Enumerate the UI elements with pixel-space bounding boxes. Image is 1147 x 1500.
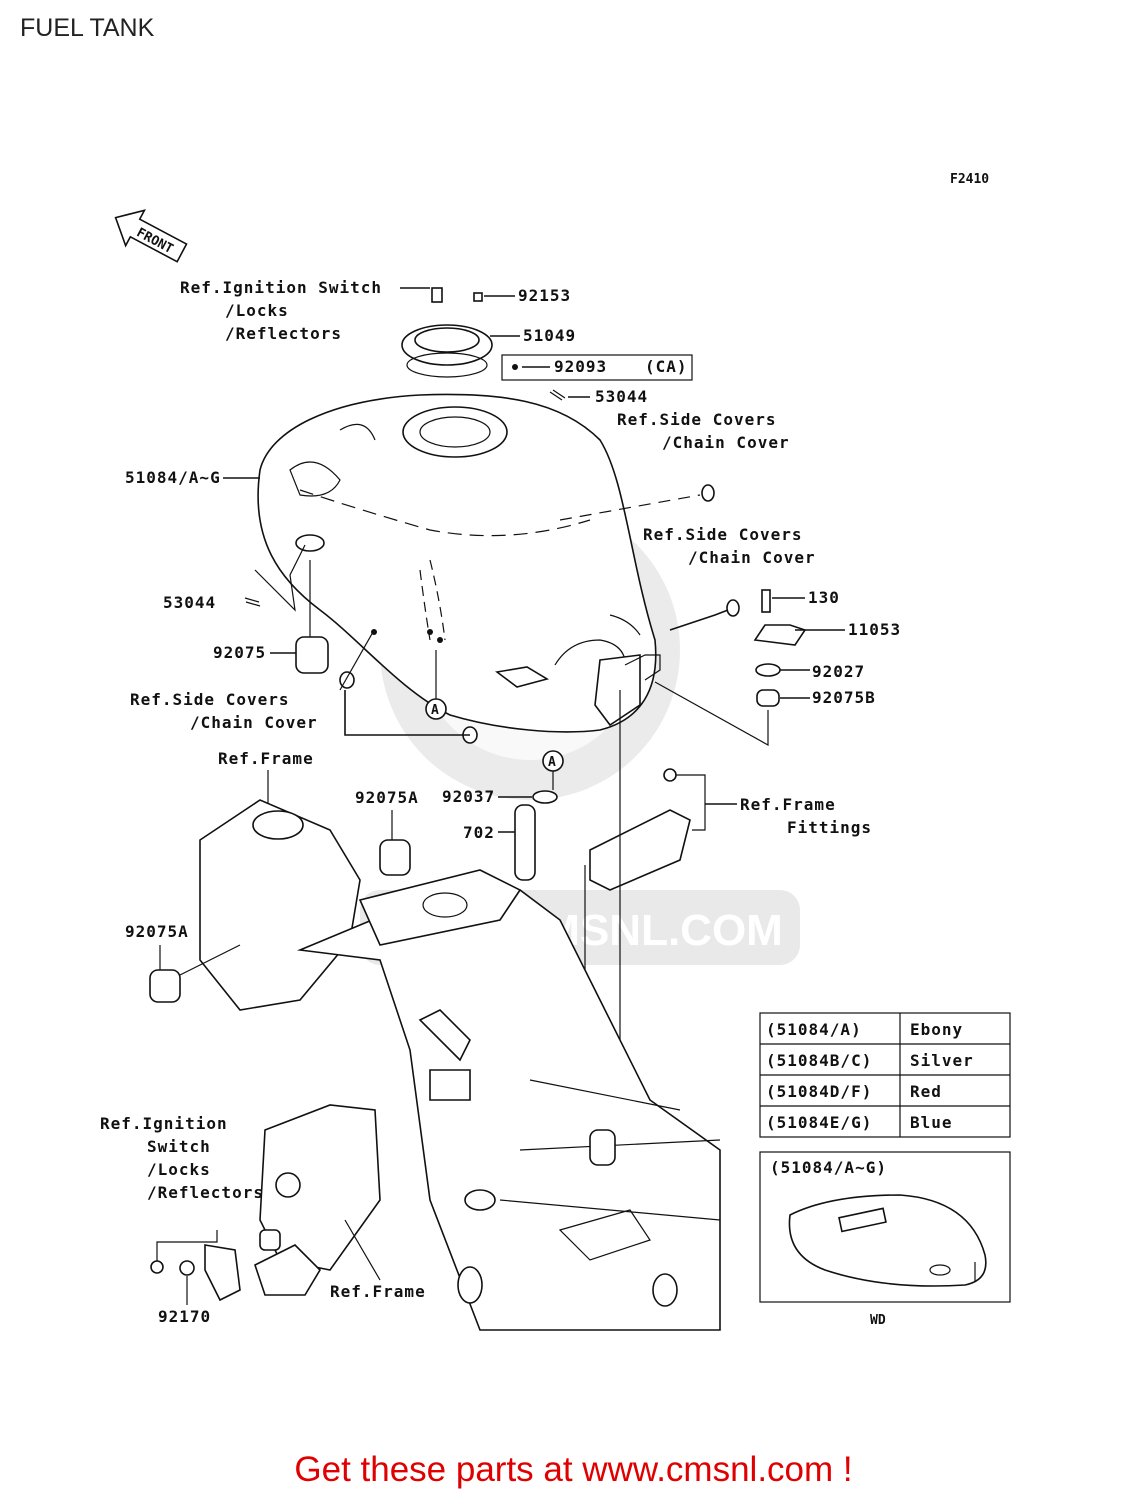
ref-frame-fittings-2: Fittings — [787, 818, 872, 837]
marker-a-2: A — [548, 755, 556, 770]
ref-side-covers-3b: /Chain Cover — [190, 713, 318, 732]
fuel-cap — [401, 287, 493, 378]
part-51049: 51049 — [523, 326, 576, 345]
ref-ignition-top-2: /Locks — [225, 301, 289, 320]
part-92075A-left: 92075A — [125, 922, 189, 941]
part-702: 702 — [463, 823, 495, 842]
ref-side-covers-2a: Ref.Side Covers — [643, 525, 803, 544]
front-arrow: FRONT — [114, 209, 188, 263]
rear-bracket — [254, 1104, 381, 1296]
color-table-part-4: (51084E/G) — [766, 1113, 872, 1132]
ref-ignition-bottom-2: Switch — [147, 1137, 211, 1156]
marker-a-1: A — [431, 703, 439, 718]
part-130: 130 — [808, 588, 840, 607]
ref-ignition-top-3: /Reflectors — [225, 324, 342, 343]
ref-side-covers-1b: /Chain Cover — [662, 433, 790, 452]
color-table-color-1: Ebony — [910, 1020, 963, 1039]
color-table-color-3: Red — [910, 1082, 942, 1101]
color-table-part-2: (51084B/C) — [766, 1051, 872, 1070]
part-92075B: 92075B — [812, 688, 876, 707]
part-92037: 92037 — [442, 787, 495, 806]
ref-frame-bottom: Ref.Frame — [330, 1282, 426, 1301]
footer-promo-text: Get these parts at www.cmsnl.com ! — [294, 1450, 853, 1489]
ca-label: (CA) — [645, 357, 688, 376]
tank-inset: (51084/A~G) WD — [759, 1151, 1011, 1328]
fuel-tank — [257, 393, 661, 733]
ref-frame-fittings-1: Ref.Frame — [740, 795, 836, 814]
page-title: FUEL TANK — [20, 14, 155, 42]
ref-ignition-bottom-4: /Reflectors — [147, 1183, 264, 1202]
ref-ignition-top-1: Ref.Ignition Switch — [180, 278, 382, 297]
inset-label: (51084/A~G) — [770, 1158, 887, 1177]
ref-frame-top: Ref.Frame — [218, 749, 314, 768]
parts-diagram: WWW.CMSNL.COM F2410 FRONT Ref.Ignition S… — [100, 172, 1011, 1331]
part-51084: 51084/A~G — [125, 468, 221, 487]
inset-caption: WD — [870, 1313, 886, 1328]
part-53044-top: 53044 — [595, 387, 648, 406]
part-11053: 11053 — [848, 620, 901, 639]
color-table-color-4: Blue — [910, 1113, 953, 1132]
part-92153: 92153 — [518, 286, 571, 305]
color-table-part-1: (51084/A) — [766, 1020, 862, 1039]
part-53044-left: 53044 — [163, 593, 216, 612]
part-92075A-upper: 92075A — [355, 788, 419, 807]
part-92075: 92075 — [213, 643, 266, 662]
color-table: (51084/A) Ebony (51084B/C) Silver (51084… — [759, 1012, 1011, 1138]
frame — [199, 799, 721, 1331]
part-92093: 92093 — [554, 357, 607, 376]
ref-side-covers-1a: Ref.Side Covers — [617, 410, 777, 429]
color-table-color-2: Silver — [910, 1051, 974, 1070]
ref-ignition-bottom-1: Ref.Ignition — [100, 1114, 228, 1133]
diagram-code: F2410 — [950, 172, 989, 187]
part-92170: 92170 — [158, 1307, 211, 1326]
ref-ignition-bottom-3: /Locks — [147, 1160, 211, 1179]
ref-side-covers-3a: Ref.Side Covers — [130, 690, 290, 709]
color-table-part-3: (51084D/F) — [766, 1082, 872, 1101]
part-92027: 92027 — [812, 662, 865, 681]
ref-side-covers-2b: /Chain Cover — [688, 548, 816, 567]
